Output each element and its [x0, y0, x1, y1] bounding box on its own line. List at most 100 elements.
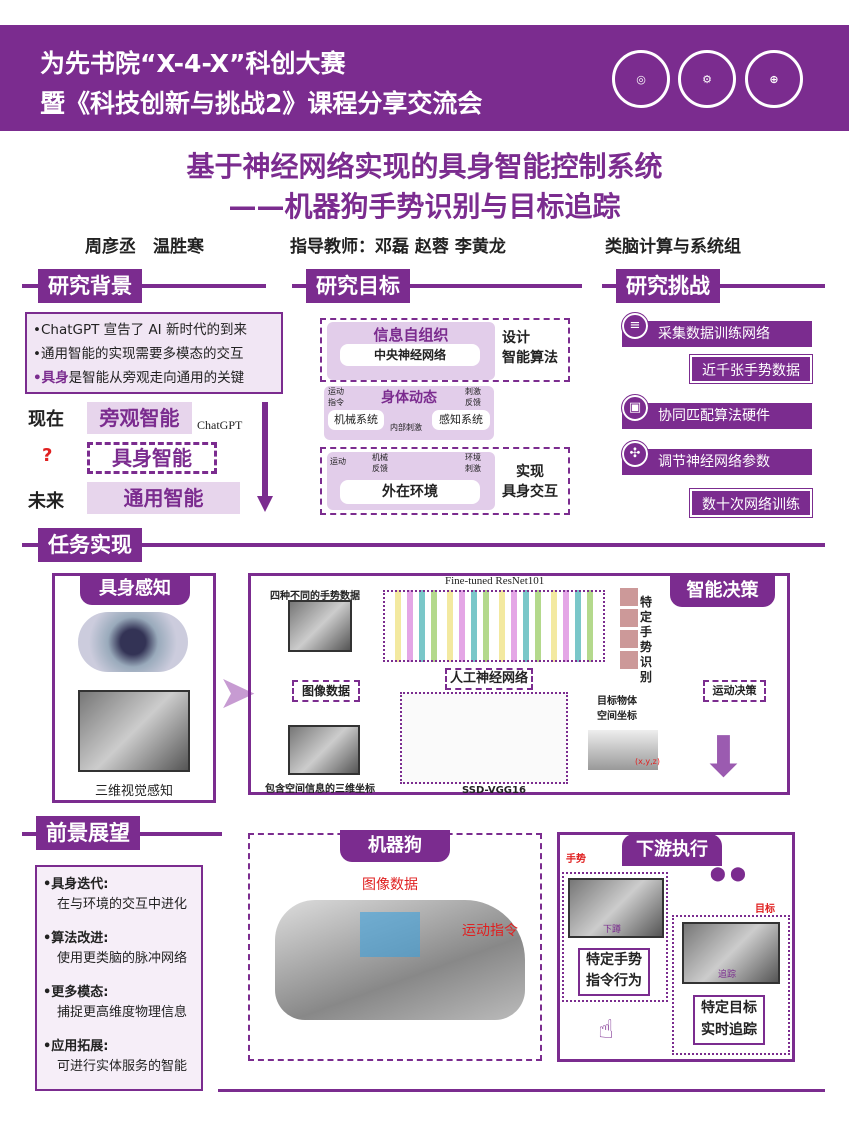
group: 类脑计算与系统组 [605, 237, 741, 257]
gesture-rec-label: 特定手势识别 [640, 595, 653, 684]
design-label: 设计 智能算法 [502, 330, 558, 366]
prospect-desc: 在与环境的交互中进化 [57, 897, 188, 912]
prospect-desc: 可进行实体服务的智能 [57, 1059, 188, 1074]
gesture-zone [562, 872, 668, 1002]
realize-label: 实现 具身交互 [502, 464, 558, 500]
divider [218, 1089, 825, 1092]
arrow-head-icon [257, 496, 273, 512]
challenge-item: 协同匹配算法硬件 [622, 403, 812, 429]
background-box: •ChatGPT 宣告了 AI 新时代的到来 •通用智能的实现需要多模态的交互 … [25, 312, 283, 394]
event-subtitle: 暨《科技创新与挑战2》课程分享交流会 [40, 89, 483, 118]
gesture-data-label: 四种不同的手势数据 [270, 591, 360, 602]
gesture-images [288, 600, 352, 652]
event-title: 为先书院“X-4-X”科创大赛 [40, 49, 346, 78]
decision-tab: 智能决策 [670, 575, 775, 607]
section-task-heading: 任务实现 [38, 528, 142, 562]
vision-image [78, 690, 190, 772]
divider [22, 543, 825, 547]
divider [292, 284, 582, 288]
college-logo-icon: ⚙ [678, 50, 736, 108]
poster-title: 基于神经网络实现的具身智能控制系统 [186, 150, 663, 183]
mech-fb-label: 机械 反馈 [372, 453, 388, 473]
bullet-text: 是智能从旁观走向通用的关键 [68, 370, 245, 386]
down-arrow-icon: ⬇ [700, 725, 747, 790]
bullet: •通用智能的实现需要多模态的交互 [33, 346, 244, 362]
emphasis: •具身 [33, 370, 69, 386]
sense-system-box: 感知系统 [432, 410, 490, 430]
chatgpt-label: ChatGPT [197, 418, 243, 432]
target-tag: 目标 [755, 904, 775, 915]
poster-subtitle: ——机器狗手势识别与目标追踪 [228, 190, 621, 223]
target-coord-label: 目标物体 空间坐标 [597, 696, 637, 722]
downstream-tab: 下游执行 [622, 834, 722, 866]
tracking-image [682, 922, 780, 984]
college-logo-2-icon: ⊕ [745, 50, 803, 108]
internal-stim-label: 内部刺激 [390, 423, 422, 432]
design-zone [320, 318, 570, 382]
prospect-desc: 使用更类脑的脉冲网络 [57, 951, 188, 966]
question-mark: ? [42, 445, 53, 466]
divider [22, 284, 266, 288]
challenge-item: 调节神经网络参数 [622, 449, 812, 475]
now-label: 现在 [28, 409, 64, 430]
mech-system-box: 机械系统 [328, 410, 384, 430]
camera-image [78, 612, 188, 672]
ann-label: 人工神经网络 [445, 668, 533, 690]
gesture-tag: 手势 [566, 854, 586, 865]
prospect-title: •具身迭代: [43, 877, 109, 892]
robot-sensor-highlight [360, 912, 420, 957]
authors: 周彦丞 温胜寒 [85, 237, 204, 257]
section-challenge-heading: 研究挑战 [616, 269, 720, 303]
motion-decision-label: 运动决策 [703, 680, 766, 702]
chip-icon: ▣ [621, 394, 649, 422]
gesture-cmd-box: 特定手势 指令行为 [578, 948, 650, 996]
timeline-arrow [262, 402, 268, 498]
env-stim-label: 环境 刺激 [465, 453, 481, 473]
database-icon: ≡ [621, 312, 649, 340]
prospect-title: •算法改进: [43, 931, 109, 946]
track-label: 追踪 [718, 970, 737, 980]
cns-box: 中央神经网络 [340, 344, 480, 366]
challenge-sub: 数十次网络训练 [689, 488, 813, 518]
robot-tab: 机器狗 [340, 830, 450, 862]
resnet-label: Fine-tuned ResNet101 [445, 575, 545, 587]
gesture-exec-image [568, 878, 664, 938]
xyz-label: (x,y,z) [635, 757, 660, 766]
motion-label: 运动 [330, 457, 346, 466]
env-box: 外在环境 [340, 480, 480, 504]
prospect-desc: 捕捉更高维度物理信息 [57, 1005, 188, 1020]
perception-tab: 具身感知 [80, 573, 190, 605]
motion-cmd-label: 运动指令 [462, 923, 518, 939]
down-label: 下蹲 [603, 925, 622, 935]
challenge-item: 采集数据训练网络 [622, 321, 812, 347]
future-label: 未来 [28, 491, 64, 512]
prospect-title: •应用拓展: [43, 1039, 109, 1054]
pipeline-frame [248, 573, 790, 795]
stim-fb-label: 刺激 反馈 [465, 387, 481, 407]
network-icon: ✣ [621, 440, 649, 468]
level-general: 通用智能 [87, 482, 240, 514]
hand-pointer-icon: ☝ [598, 1015, 614, 1045]
cmd-label: 运动 指令 [328, 387, 344, 407]
location-pin-icon: ⬤ ⬤ [710, 866, 746, 882]
level-observer: 旁观智能 [87, 402, 192, 434]
info-org-label: 信息自组织 [373, 326, 449, 344]
target-track-box: 特定目标 实时追踪 [693, 995, 765, 1045]
prospect-box: •具身迭代: 在与环境的交互中进化 •算法改进: 使用更类脑的脉冲网络 •更多模… [35, 865, 203, 1091]
image-data-arrow-label: 图像数据 [362, 877, 418, 893]
coords3d-label: 包含空间信息的三维坐标 [265, 784, 375, 795]
section-prospect-heading: 前景展望 [36, 816, 140, 850]
realize-zone [320, 447, 570, 515]
bullet: •ChatGPT 宣告了 AI 新时代的到来 [33, 322, 247, 338]
bullet: •具身是智能从旁观走向通用的关键 [33, 366, 275, 390]
gesture-result-images [620, 588, 638, 670]
section-background-heading: 研究背景 [38, 269, 142, 303]
tracking-zone [672, 915, 790, 1055]
resnet-diagram [383, 590, 605, 662]
section-goal-heading: 研究目标 [306, 269, 410, 303]
advisors: 指导教师：邓磊 赵蓉 李黄龙 [290, 237, 506, 257]
vision-label: 三维视觉感知 [94, 784, 173, 799]
depth-image [288, 725, 360, 775]
university-seal-icon: ◎ [612, 50, 670, 108]
robot-coord-image [588, 730, 658, 770]
